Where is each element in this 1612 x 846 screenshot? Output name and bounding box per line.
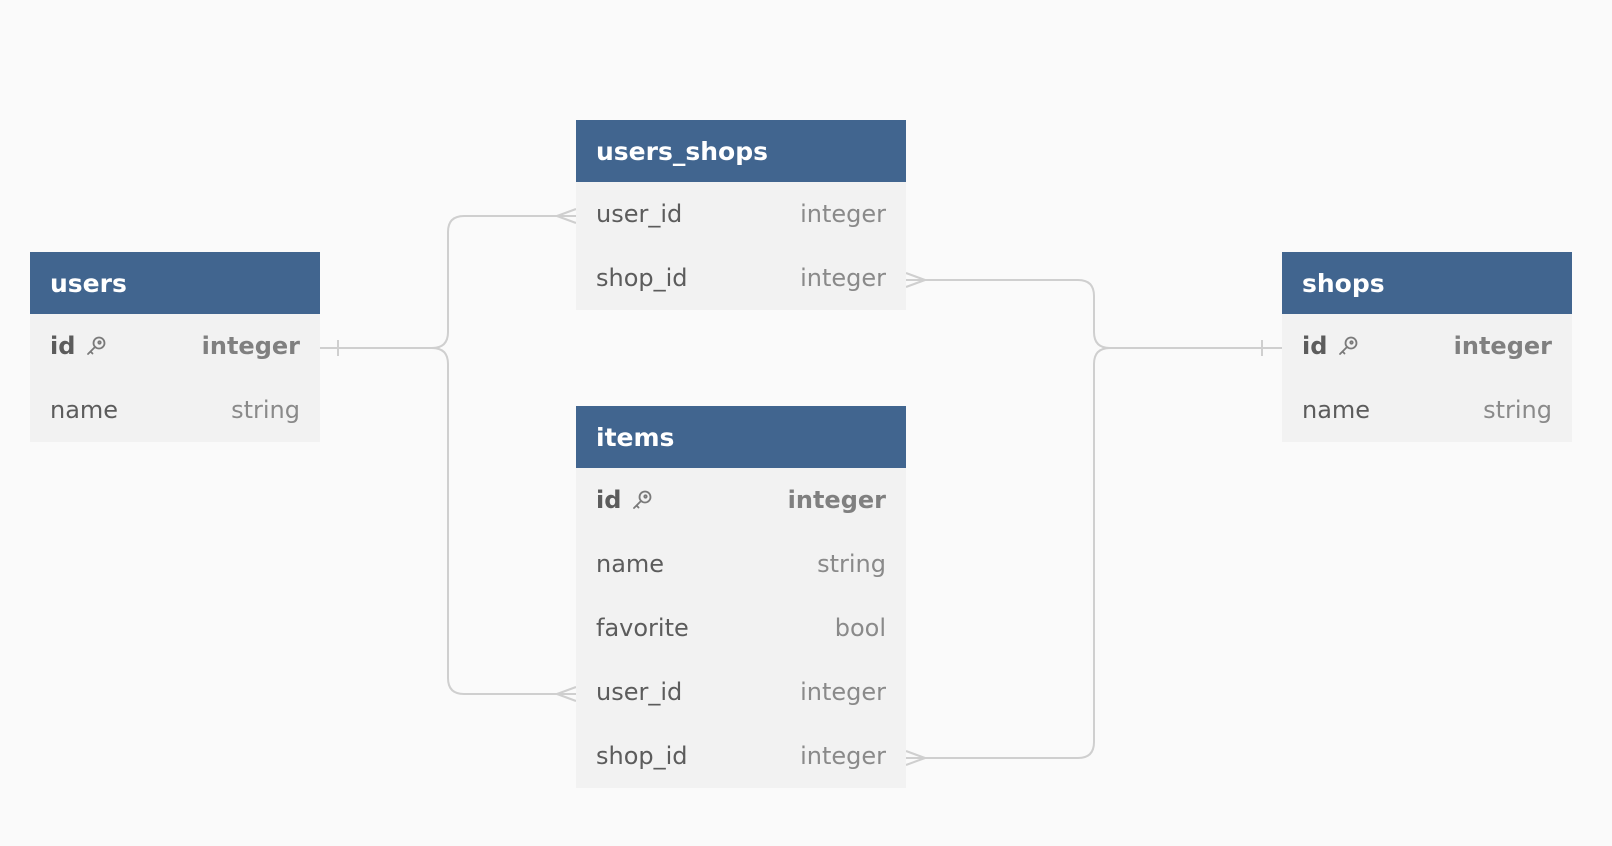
column-type: string [1483, 396, 1552, 424]
table-header[interactable]: users [30, 252, 320, 314]
column-type: integer [800, 742, 886, 770]
connector-users-to-users-shops[interactable] [320, 215, 576, 349]
column-name: user_id [596, 200, 683, 228]
column-name: name [1302, 396, 1371, 424]
column-type: string [817, 550, 886, 578]
column-name: name [50, 396, 119, 424]
table-title: users_shops [596, 136, 768, 166]
table-row[interactable]: favorite bool [576, 596, 906, 660]
cardinality-many-users-shops-shop-id [905, 272, 926, 288]
key-icon [85, 335, 107, 357]
table-row[interactable]: name string [576, 532, 906, 596]
column-type: integer [787, 486, 886, 514]
table-row[interactable]: shop_id integer [576, 724, 906, 788]
column-name: id [50, 332, 76, 360]
key-icon [1337, 335, 1359, 357]
table-title: shops [1302, 268, 1385, 298]
table-header[interactable]: users_shops [576, 120, 906, 182]
column-type: integer [1453, 332, 1552, 360]
key-icon [631, 489, 653, 511]
table-row[interactable]: id integer [576, 468, 906, 532]
cardinality-many-items-user-id [556, 686, 577, 702]
column-name: id [1302, 332, 1328, 360]
column-name: favorite [596, 614, 689, 642]
table-header[interactable]: items [576, 406, 906, 468]
table-items[interactable]: items id integer name string favorite bo… [576, 406, 906, 788]
table-header[interactable]: shops [1282, 252, 1572, 314]
table-users[interactable]: users id integer name string [30, 252, 320, 442]
table-row[interactable]: user_id integer [576, 182, 906, 246]
column-name: user_id [596, 678, 683, 706]
column-type: integer [201, 332, 300, 360]
cardinality-many-items-shop-id [905, 750, 926, 766]
table-title: items [596, 422, 675, 452]
connector-shops-to-items[interactable] [906, 347, 1111, 759]
cardinality-many-users-shops-user-id [556, 208, 577, 224]
column-name: shop_id [596, 742, 688, 770]
table-shops[interactable]: shops id integer name string [1282, 252, 1572, 442]
table-users-shops[interactable]: users_shops user_id integer shop_id inte… [576, 120, 906, 310]
column-name: id [596, 486, 622, 514]
table-row[interactable]: id integer [1282, 314, 1572, 378]
column-type: string [231, 396, 300, 424]
column-name: shop_id [596, 264, 688, 292]
column-type: integer [800, 200, 886, 228]
column-type: integer [800, 264, 886, 292]
connector-shops-to-users-shops[interactable] [906, 279, 1282, 349]
column-type: integer [800, 678, 886, 706]
table-row[interactable]: name string [1282, 378, 1572, 442]
column-type: bool [834, 614, 886, 642]
table-row[interactable]: name string [30, 378, 320, 442]
column-name: name [596, 550, 665, 578]
table-row[interactable]: user_id integer [576, 660, 906, 724]
table-title: users [50, 268, 127, 298]
table-row[interactable]: shop_id integer [576, 246, 906, 310]
table-row[interactable]: id integer [30, 314, 320, 378]
connector-users-to-items[interactable] [431, 347, 576, 695]
